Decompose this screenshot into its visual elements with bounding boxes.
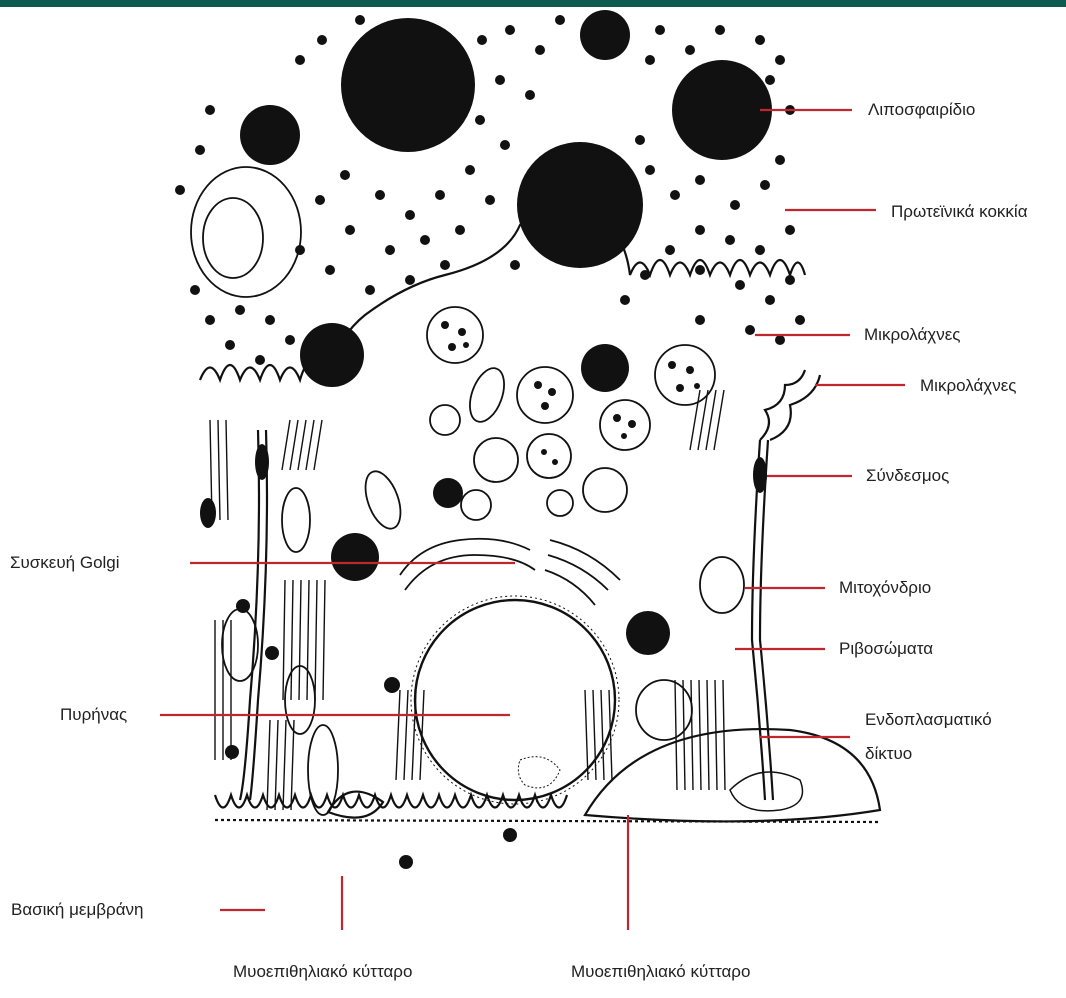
label-protein-granules: Πρωτεϊνικά κοκκία bbox=[891, 195, 1061, 229]
label-microvilli-1: Μικρολάχνες bbox=[864, 323, 961, 347]
label-ribosomes: Ριβοσώματα bbox=[839, 637, 933, 661]
label-microvilli-2: Μικρολάχνες bbox=[920, 374, 1017, 398]
label-basement-membrane: Βασική μεμβράνη bbox=[11, 898, 144, 922]
endoplasmic-reticulum bbox=[210, 390, 725, 810]
label-myoepithelial-cell-1: Μυοεπιθηλιακό κύτταρο bbox=[233, 960, 412, 984]
label-myoepithelial-cell-2: Μυοεπιθηλιακό κύτταρο bbox=[571, 960, 750, 984]
golgi-apparatus bbox=[400, 539, 620, 605]
label-mitochondrion: Μιτοχόνδριο bbox=[839, 576, 931, 600]
label-golgi: Συσκευή Golgi bbox=[10, 551, 120, 575]
cell-outline bbox=[200, 209, 880, 822]
label-endoplasmic-reticulum: Ενδοπλασματικό δίκτυο bbox=[865, 703, 1035, 771]
label-lipid-droplet: Λιποσφαιρίδιο bbox=[868, 98, 975, 122]
label-nucleus: Πυρήνας bbox=[60, 703, 127, 727]
label-junction: Σύνδεσμος bbox=[866, 464, 949, 488]
mitochondria bbox=[191, 167, 744, 815]
